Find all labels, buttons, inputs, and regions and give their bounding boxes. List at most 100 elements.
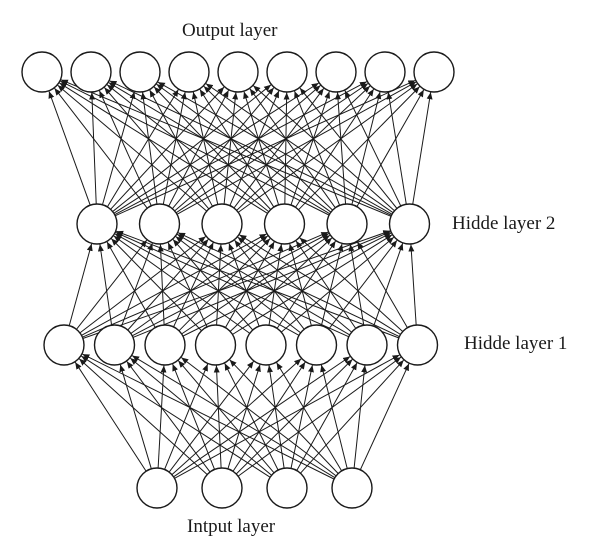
input-node-4 bbox=[331, 467, 373, 509]
output-node-6 bbox=[266, 51, 308, 93]
edge-input-3-to-hidden1-7 bbox=[359, 363, 410, 472]
edge-hidden2-4-to-output-2 bbox=[156, 83, 333, 214]
edge-hidden1-3-to-hidden2-3 bbox=[223, 241, 275, 330]
edge-input-3-to-hidden1-4 bbox=[276, 362, 344, 473]
edge-hidden2-2-to-output-8 bbox=[236, 83, 418, 214]
hidden1-node-4 bbox=[194, 324, 237, 366]
edge-hidden2-4-to-output-4 bbox=[249, 88, 337, 210]
edge-hidden2-2-to-output-2 bbox=[149, 89, 214, 209]
edge-hidden1-3-to-hidden2-4 bbox=[228, 237, 333, 334]
output-node-7 bbox=[315, 51, 357, 93]
edge-hidden2-3-to-output-4 bbox=[243, 91, 280, 207]
edge-hidden1-6-to-hidden2-0 bbox=[115, 231, 351, 339]
edge-input-2-to-hidden1-0 bbox=[81, 355, 273, 479]
edge-hidden1-6-to-hidden2-4 bbox=[348, 244, 365, 328]
edge-hidden2-5-to-output-2 bbox=[157, 81, 395, 216]
edge-input-1-to-hidden1-6 bbox=[234, 359, 353, 476]
output-node-4 bbox=[168, 51, 210, 93]
edge-hidden2-1-to-output-1 bbox=[98, 90, 153, 208]
edge-input-1-to-hidden1-7 bbox=[236, 356, 402, 478]
edge-hidden2-5-to-output-6 bbox=[344, 90, 403, 209]
edge-hidden2-2-to-output-7 bbox=[234, 85, 371, 213]
edge-hidden1-5-to-hidden2-0 bbox=[114, 233, 301, 337]
edge-input-0-to-hidden1-6 bbox=[171, 356, 351, 479]
output-node-1 bbox=[21, 51, 63, 93]
output-node-8 bbox=[364, 51, 406, 93]
input-node-2 bbox=[201, 467, 243, 509]
hidden2-node-2 bbox=[138, 203, 181, 245]
edge-hidden2-2-to-output-3 bbox=[191, 91, 219, 207]
edge-hidden2-0-to-output-4 bbox=[108, 86, 225, 212]
edge-hidden2-1-to-output-6 bbox=[172, 85, 321, 213]
connection-edges bbox=[48, 79, 433, 481]
edge-hidden1-2-to-hidden2-3 bbox=[177, 238, 271, 333]
edge-input-0-to-hidden1-3 bbox=[163, 363, 209, 472]
output-node-2 bbox=[70, 51, 112, 93]
edge-hidden2-4-to-output-8 bbox=[355, 89, 425, 209]
edge-input-3-to-hidden1-2 bbox=[180, 357, 339, 478]
edge-input-3-to-hidden1-5 bbox=[320, 364, 349, 471]
edge-hidden2-3-to-output-6 bbox=[289, 91, 330, 208]
hidden2-node-6 bbox=[388, 203, 431, 245]
edge-hidden1-0-to-hidden2-1 bbox=[74, 239, 148, 332]
edge-hidden1-0-to-hidden2-2 bbox=[77, 236, 207, 335]
edge-hidden2-1-to-output-0 bbox=[54, 87, 149, 211]
edge-hidden1-4-to-hidden2-2 bbox=[228, 243, 261, 329]
edge-input-3-to-hidden1-0 bbox=[82, 353, 337, 481]
hidden2-node-5 bbox=[326, 203, 368, 245]
edge-hidden2-2-to-output-5 bbox=[228, 90, 280, 208]
edge-hidden1-5-to-hidden2-1 bbox=[175, 236, 303, 335]
edge-input-1-to-hidden1-5 bbox=[231, 361, 306, 474]
hidden1-node-7 bbox=[346, 324, 388, 366]
edge-hidden1-2-to-hidden2-2 bbox=[172, 242, 214, 329]
output-node-5 bbox=[217, 51, 259, 93]
edge-hidden2-4-to-output-5 bbox=[294, 90, 341, 208]
edge-hidden2-1-to-output-4 bbox=[167, 89, 230, 209]
hidden1-node-6 bbox=[295, 324, 338, 366]
edge-hidden1-1-to-hidden2-2 bbox=[126, 238, 209, 332]
edge-hidden1-7-to-hidden2-1 bbox=[177, 232, 402, 338]
edge-hidden2-0-to-output-6 bbox=[111, 82, 319, 215]
edge-hidden1-6-to-hidden2-2 bbox=[237, 236, 354, 334]
edge-hidden2-1-to-output-2 bbox=[140, 92, 158, 207]
edge-input-2-to-hidden1-1 bbox=[129, 357, 274, 477]
edge-input-3-to-hidden1-1 bbox=[131, 355, 337, 480]
edge-hidden2-0-to-output-3 bbox=[105, 89, 179, 209]
edge-input-3-to-hidden1-6 bbox=[353, 365, 368, 471]
hidden1-node-8 bbox=[396, 324, 439, 366]
edge-hidden2-3-to-output-2 bbox=[153, 86, 273, 212]
edge-input-1-to-hidden1-2 bbox=[172, 363, 216, 472]
edge-input-2-to-hidden1-3 bbox=[224, 363, 280, 473]
edge-hidden2-1-to-output-7 bbox=[174, 83, 369, 215]
edge-hidden1-3-to-hidden2-5 bbox=[230, 234, 393, 336]
input-node-1 bbox=[136, 467, 178, 509]
edge-hidden1-3-to-hidden2-0 bbox=[110, 238, 204, 333]
edge-hidden2-3-to-output-8 bbox=[296, 86, 420, 212]
edge-hidden2-0-to-output-5 bbox=[110, 84, 272, 214]
hidden-layer-2-label: Hidde layer 2 bbox=[452, 213, 556, 234]
edge-hidden2-1-to-output-8 bbox=[174, 81, 417, 216]
edge-hidden1-4-to-hidden2-4 bbox=[275, 240, 337, 331]
edge-hidden1-3-to-hidden2-1 bbox=[167, 242, 209, 329]
output-node-9 bbox=[413, 51, 455, 93]
edge-hidden2-1-to-output-3 bbox=[162, 92, 187, 207]
edge-hidden1-6-to-hidden2-1 bbox=[176, 233, 352, 337]
edge-input-2-to-hidden1-7 bbox=[298, 359, 405, 476]
edge-hidden1-6-to-hidden2-3 bbox=[295, 240, 358, 331]
edge-hidden1-7-to-hidden2-5 bbox=[408, 244, 417, 328]
edge-hidden2-4-to-output-1 bbox=[108, 82, 332, 216]
edge-hidden2-2-to-output-0 bbox=[57, 84, 209, 213]
edge-hidden2-3-to-output-1 bbox=[106, 84, 271, 214]
edge-hidden1-4-to-hidden2-5 bbox=[279, 236, 395, 334]
input-layer-label: Intput layer bbox=[187, 516, 276, 537]
input-node-3 bbox=[266, 467, 308, 509]
edge-hidden1-0-to-hidden2-4 bbox=[80, 231, 329, 339]
edge-hidden2-4-to-output-3 bbox=[203, 85, 335, 212]
edge-hidden2-5-to-output-7 bbox=[386, 92, 408, 207]
edge-input-0-to-hidden1-1 bbox=[119, 364, 153, 471]
output-node-3 bbox=[119, 51, 161, 93]
edge-hidden1-1-to-hidden2-1 bbox=[120, 243, 153, 329]
edge-hidden1-5-to-hidden2-4 bbox=[320, 243, 344, 328]
edge-hidden2-5-to-output-3 bbox=[205, 83, 395, 215]
edge-hidden1-7-to-hidden2-4 bbox=[356, 241, 409, 330]
